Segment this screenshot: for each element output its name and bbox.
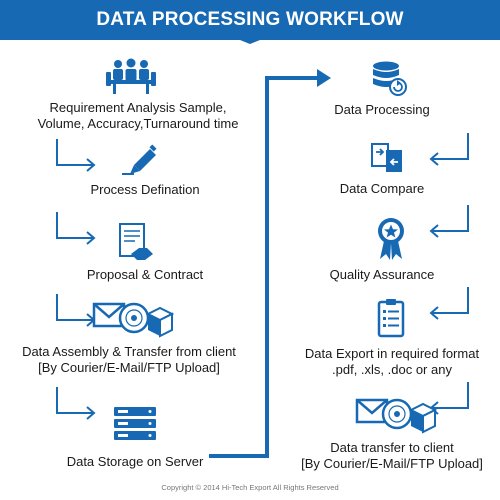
step-proposal-contract: Proposal & Contract [0, 267, 290, 283]
down-right-arrow [56, 139, 96, 172]
mail-disc-package-icon [92, 302, 174, 338]
down-left-arrow [429, 133, 469, 166]
step-label-line: Data Compare [339, 181, 425, 196]
step-data-export: Data Export in required format .pdf, .xl… [280, 346, 500, 378]
step-label-line: Quality Assurance [329, 267, 435, 282]
checklist-icon [377, 299, 405, 338]
step-label-line: Data Processing [334, 102, 430, 117]
mail-disc-package-icon [355, 398, 437, 434]
down-left-arrow [429, 205, 469, 238]
step-label-line: [By Courier/E-Mail/FTP Upload] [38, 360, 220, 375]
down-left-arrow [429, 287, 469, 320]
column-connector-arrow [209, 69, 331, 458]
step-data-storage: Data Storage on Server [0, 454, 270, 470]
step-data-transfer: Data transfer to client [By Courier/E-Ma… [280, 440, 500, 472]
contract-handshake-icon [119, 223, 153, 260]
server-rack-icon [114, 407, 156, 440]
step-label-line: [By Courier/E-Mail/FTP Upload] [301, 456, 483, 471]
step-label-line: Process Defination [90, 182, 200, 197]
step-requirement-analysis: Requirement Analysis Sample, Volume, Acc… [0, 100, 276, 132]
step-process-defination: Process Defination [0, 182, 290, 198]
banner-shape [0, 0, 500, 44]
step-label-line: Data transfer to client [330, 440, 454, 455]
database-refresh-icon [373, 61, 407, 96]
step-data-processing: Data Processing [290, 102, 474, 118]
step-label-line: Data Storage on Server [66, 454, 204, 469]
step-label-line: Data Export in required format [304, 346, 480, 361]
step-quality-assurance: Quality Assurance [290, 267, 474, 283]
step-data-compare: Data Compare [290, 181, 474, 197]
pen-icon [122, 144, 157, 175]
step-label-line: .pdf, .xls, .doc or any [332, 362, 452, 377]
title-banner: DATA PROCESSING WORKFLOW [0, 0, 500, 44]
step-label-line: Requirement Analysis Sample, [49, 100, 227, 115]
down-right-arrow [56, 212, 96, 245]
page-title: DATA PROCESSING WORKFLOW [96, 9, 404, 30]
meeting-icon [106, 58, 156, 94]
step-data-assembly: Data Assembly & Transfer from client [By… [0, 344, 258, 376]
quality-ribbon-icon [378, 218, 404, 260]
down-right-arrow [56, 387, 96, 420]
step-label-line: Data Assembly & Transfer from client [22, 344, 236, 359]
copyright-footer: Copyright © 2014 Hi-Tech Export All Righ… [161, 483, 339, 492]
step-label-line: Proposal & Contract [86, 267, 204, 282]
compare-documents-icon [371, 143, 402, 172]
step-label-line: Volume, Accuracy,Turnaround time [37, 116, 239, 131]
